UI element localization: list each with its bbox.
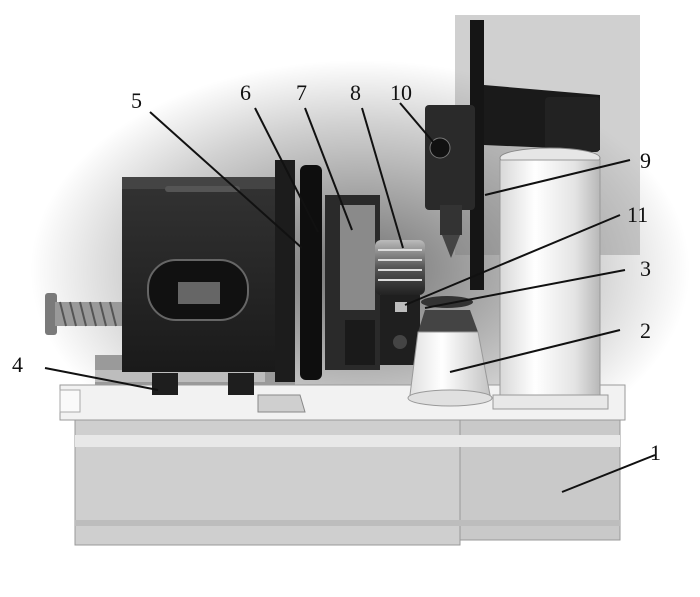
leader-4 <box>44 367 159 391</box>
label-9: 9 <box>640 148 651 173</box>
motor-block <box>122 177 282 372</box>
vertical-arm <box>470 20 600 290</box>
indenter <box>425 105 475 258</box>
leader-3 <box>424 269 626 309</box>
label-6: 6 <box>240 80 251 105</box>
leader-2 <box>449 329 621 373</box>
label-7: 7 <box>296 80 307 105</box>
leader-9 <box>484 159 631 196</box>
leader-10 <box>399 102 441 151</box>
label-11: 11 <box>627 202 648 227</box>
mounting-plate <box>275 160 295 382</box>
leader-6 <box>254 107 319 233</box>
spring <box>375 240 425 295</box>
disc <box>300 165 322 380</box>
bracket <box>325 195 380 370</box>
leader-lines <box>44 102 656 493</box>
slider-foot-right <box>228 373 254 395</box>
leader-11 <box>404 214 621 306</box>
label-10: 10 <box>390 80 412 105</box>
label-2: 2 <box>640 318 651 343</box>
leader-1 <box>561 454 656 493</box>
lead-screw <box>45 293 125 335</box>
label-8: 8 <box>350 80 361 105</box>
leader-7 <box>304 107 353 231</box>
label-5: 5 <box>131 88 142 113</box>
holder <box>380 295 420 365</box>
label-4: 4 <box>12 352 23 377</box>
cylinder <box>492 147 609 410</box>
label-1: 1 <box>650 440 661 465</box>
label-3: 3 <box>640 256 651 281</box>
slider-foot-left <box>152 373 178 395</box>
leader-8 <box>361 107 404 249</box>
leader-5 <box>149 111 303 249</box>
specimen-cone <box>407 296 493 407</box>
